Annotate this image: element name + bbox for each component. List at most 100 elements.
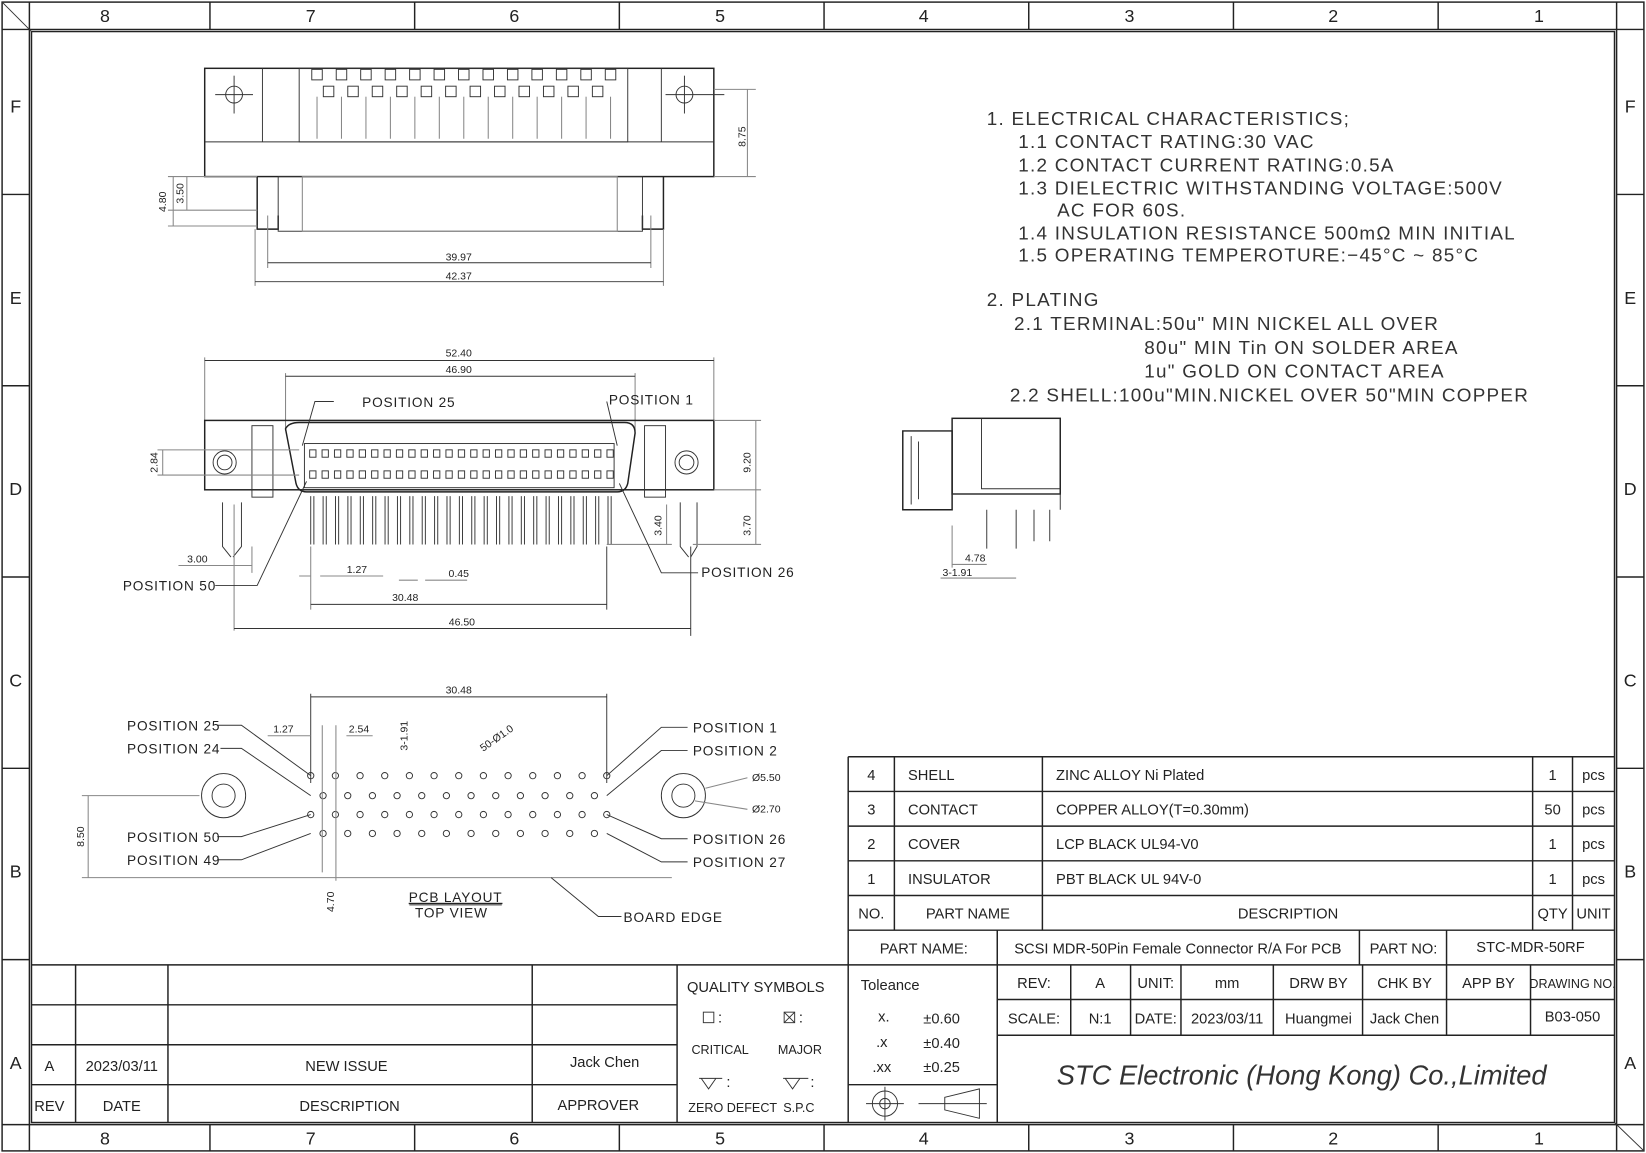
chk-by-label: CHK BY: [1377, 976, 1432, 992]
tolerance-label: Toleance: [861, 978, 920, 994]
contact-pin: [519, 449, 528, 458]
dim-label: Ø2.70: [752, 803, 781, 815]
pcb-hole: [418, 829, 426, 838]
zone-col-label: 1: [1534, 6, 1544, 26]
revision-date: 2023/03/11: [86, 1059, 158, 1075]
pcb-hole: [442, 829, 451, 838]
revision-approver: Jack Chen: [570, 1055, 639, 1071]
pcb-hole: [455, 810, 463, 819]
bom-part-name: SHELL: [908, 768, 955, 784]
contact-pin: [556, 470, 565, 479]
dim-label: 52.40: [446, 347, 472, 359]
callout-position-26: POSITION 26: [701, 565, 794, 580]
contact-pin: [495, 470, 503, 479]
bom-header-unit: UNIT: [1576, 907, 1610, 923]
contact-slot: [506, 68, 519, 81]
date-value: 2023/03/11: [1191, 1012, 1263, 1028]
pcb-callout: POSITION 26: [693, 832, 786, 847]
revision-block: A 2023/03/11 NEW ISSUE Jack Chen REV DAT…: [31, 964, 849, 1123]
contact-slot: [555, 68, 568, 81]
zone-row-label: A: [10, 1053, 22, 1073]
contact-pin: [532, 470, 540, 479]
dim-label: 50-Ø1.0: [478, 723, 516, 755]
mount-cross-icon: [215, 75, 725, 114]
solder-tail: [322, 496, 327, 545]
zone-row-label: B: [10, 862, 22, 882]
spc-label: S.P.C: [783, 1101, 814, 1115]
contact-pin: [482, 449, 490, 458]
pcb-hole: [553, 810, 562, 819]
contact-pin: [321, 470, 329, 479]
contact-pin: [420, 449, 428, 458]
dim-label: 30.48: [446, 685, 472, 697]
contact-pin: [594, 470, 602, 479]
bom-part-name: CONTACT: [908, 803, 978, 819]
pcb-layout: 30.48 1.27 2.54 3-1.91 50-Ø1.0 Ø5.50 Ø2.…: [75, 685, 786, 925]
contact-pin: [445, 470, 453, 479]
title-block: PART NAME: SCSI MDR-50Pin Female Connect…: [848, 930, 1616, 1123]
note-line: 1u" GOLD ON CONTACT AREA: [1144, 361, 1445, 382]
zone-rows-right: F E D C B A: [1624, 96, 1637, 1072]
dim-label: 30.48: [392, 592, 418, 604]
zone-col-label: 3: [1125, 1129, 1135, 1149]
pcb-hole: [467, 792, 475, 800]
revision-description: NEW ISSUE: [305, 1059, 388, 1075]
zone-row-label: E: [1624, 288, 1636, 308]
contact-slot: [482, 68, 494, 81]
note-line: 2. PLATING: [987, 290, 1100, 311]
dim-label: 3-1.91: [398, 721, 410, 751]
pcb-hole: [418, 792, 426, 800]
solder-tail: [533, 496, 538, 545]
contact-slot: [360, 68, 372, 81]
contact-pin: [346, 449, 354, 458]
solder-tail: [496, 496, 501, 545]
zone-col-label: 6: [509, 6, 519, 26]
contact-pin: [371, 449, 379, 458]
note-line: 1.3 DIELECTRIC WITHSTANDING VOLTAGE:500V: [1018, 178, 1503, 199]
solder-tail: [359, 496, 364, 545]
contact-pin: [544, 470, 552, 479]
pcb-callout: POSITION 24: [127, 742, 220, 757]
callout-position-25: POSITION 25: [362, 395, 455, 410]
bom-unit: pcs: [1582, 803, 1605, 819]
dim-label: 2.84: [148, 452, 160, 473]
pcb-hole: [516, 829, 525, 838]
bom-description: ZINC ALLOY Ni Plated: [1056, 768, 1204, 784]
bom-no: 1: [867, 872, 875, 888]
front-view: 52.40 46.90 2.84 9.20 3.40 3.70 3.00 1.2…: [123, 347, 794, 636]
pcb-hole: [590, 829, 599, 838]
dim-label: 4.80: [157, 191, 169, 212]
pcb-callout: POSITION 50: [127, 830, 220, 845]
bom-qty: 50: [1544, 803, 1560, 819]
contact-pin: [569, 470, 577, 479]
dim-label: 3.40: [652, 515, 664, 536]
contact-slot: [458, 68, 470, 81]
revision-header-approver: APPROVER: [558, 1098, 640, 1114]
solder-tail: [520, 496, 525, 545]
solder-tail: [595, 496, 600, 545]
solder-tail: [545, 496, 550, 545]
tolerance-key: .xx: [872, 1060, 891, 1076]
pcb-layout-subtitle: TOP VIEW: [415, 906, 488, 921]
contact-slot: [347, 85, 359, 98]
revision-header-date: DATE: [103, 1099, 141, 1115]
contact-slot: [335, 68, 348, 81]
chk-by-value: Jack Chen: [1370, 1012, 1439, 1028]
contact-pin: [532, 449, 540, 458]
contact-pin: [420, 470, 428, 479]
zone-col-label: 7: [306, 1129, 316, 1149]
dim-label: 3.70: [742, 515, 754, 536]
contact-slot: [384, 68, 397, 81]
pcb-hole: [516, 792, 525, 800]
solder-tail: [471, 496, 476, 545]
pcb-callout: POSITION 49: [127, 853, 220, 868]
contact-pin: [371, 470, 379, 479]
pcb-callout: POSITION 25: [127, 718, 220, 733]
solder-tail: [335, 496, 340, 545]
bom-description: COPPER ALLOY(T=0.30mm): [1056, 803, 1249, 819]
contact-slot: [567, 85, 579, 98]
contact-slot: [409, 68, 421, 81]
board-edge-label: BOARD EDGE: [624, 910, 723, 925]
zone-row-label: C: [9, 670, 22, 690]
